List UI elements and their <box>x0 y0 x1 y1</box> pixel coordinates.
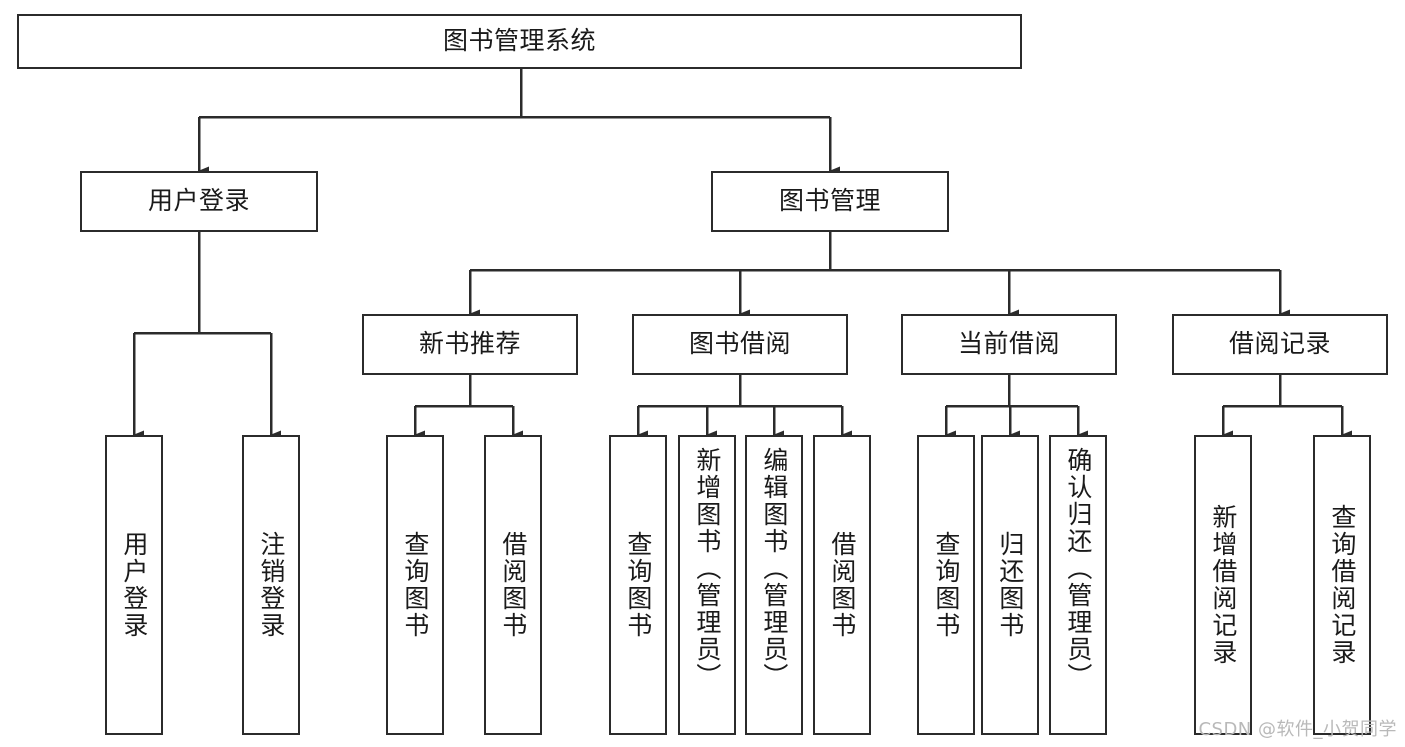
node-book-manage-label: 图书管理 <box>778 186 881 216</box>
node-leaf-logout-login[interactable]: 注销登录 <box>242 435 300 735</box>
node-book-borrow[interactable]: 图书借阅 <box>632 314 848 375</box>
node-leaf-borrow-book-1-label: 借阅图书 <box>498 531 528 639</box>
node-new-book-recommend-label: 新书推荐 <box>418 329 521 359</box>
node-leaf-return-book[interactable]: 归还图书 <box>981 435 1039 735</box>
connector-group <box>132 69 1352 440</box>
node-book-manage[interactable]: 图书管理 <box>711 171 949 232</box>
node-current-borrow[interactable]: 当前借阅 <box>901 314 1117 375</box>
node-leaf-return-book-label: 归还图书 <box>995 531 1025 639</box>
node-leaf-borrow-book-1[interactable]: 借阅图书 <box>484 435 542 735</box>
node-leaf-borrow-book-2[interactable]: 借阅图书 <box>813 435 871 735</box>
node-leaf-user-login-label: 用户登录 <box>119 531 149 639</box>
node-root-system[interactable]: 图书管理系统 <box>17 14 1022 69</box>
node-leaf-user-login[interactable]: 用户登录 <box>105 435 163 735</box>
node-root-system-label: 图书管理系统 <box>442 26 596 56</box>
node-new-book-recommend[interactable]: 新书推荐 <box>362 314 578 375</box>
node-leaf-query-book-2-label: 查询图书 <box>623 531 653 639</box>
node-leaf-confirm-return-admin-label: 确认归还（管理员） <box>1063 447 1093 690</box>
node-leaf-query-borrow-record[interactable]: 查询借阅记录 <box>1313 435 1371 735</box>
node-leaf-add-borrow-record[interactable]: 新增借阅记录 <box>1194 435 1252 735</box>
node-borrow-record[interactable]: 借阅记录 <box>1172 314 1388 375</box>
node-leaf-query-borrow-record-label: 查询借阅记录 <box>1327 504 1357 666</box>
node-user-login-label: 用户登录 <box>147 186 250 216</box>
node-leaf-edit-book-admin[interactable]: 编辑图书（管理员） <box>745 435 803 735</box>
node-leaf-add-book-admin[interactable]: 新增图书（管理员） <box>678 435 736 735</box>
node-leaf-edit-book-admin-label: 编辑图书（管理员） <box>759 447 789 690</box>
node-leaf-query-book-1[interactable]: 查询图书 <box>386 435 444 735</box>
node-leaf-query-book-2[interactable]: 查询图书 <box>609 435 667 735</box>
node-current-borrow-label: 当前借阅 <box>957 329 1060 359</box>
node-leaf-add-borrow-record-label: 新增借阅记录 <box>1208 504 1238 666</box>
node-leaf-logout-login-label: 注销登录 <box>256 531 286 639</box>
node-leaf-query-book-1-label: 查询图书 <box>400 531 430 639</box>
node-book-borrow-label: 图书借阅 <box>688 329 791 359</box>
node-leaf-borrow-book-2-label: 借阅图书 <box>827 531 857 639</box>
node-leaf-add-book-admin-label: 新增图书（管理员） <box>692 447 722 690</box>
node-leaf-confirm-return-admin[interactable]: 确认归还（管理员） <box>1049 435 1107 735</box>
node-leaf-query-book-3[interactable]: 查询图书 <box>917 435 975 735</box>
node-leaf-query-book-3-label: 查询图书 <box>931 531 961 639</box>
node-user-login[interactable]: 用户登录 <box>80 171 318 232</box>
node-borrow-record-label: 借阅记录 <box>1228 329 1331 359</box>
